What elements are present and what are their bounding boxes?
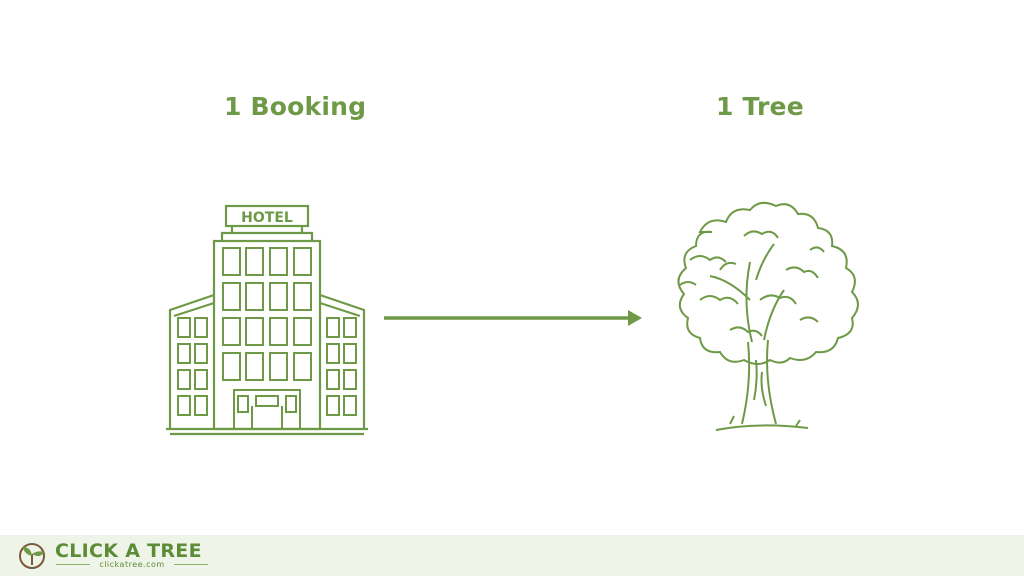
tree-label: 1 Tree [716,92,804,121]
brand-name: CLICK A TREE [55,540,202,562]
hotel-icon: HOTEL [166,204,368,436]
arrow-right-icon [384,310,642,326]
illustration: HOTEL [166,201,859,436]
divider [174,564,208,565]
website-text: clickatree.com [99,560,165,569]
divider [56,564,90,565]
booking-label: 1 Booking [224,92,367,121]
logo-icon [16,541,48,571]
tree-icon [677,201,859,431]
hotel-sign-text: HOTEL [241,210,293,226]
footer: CLICK A TREE clickatree.com [0,535,1024,576]
